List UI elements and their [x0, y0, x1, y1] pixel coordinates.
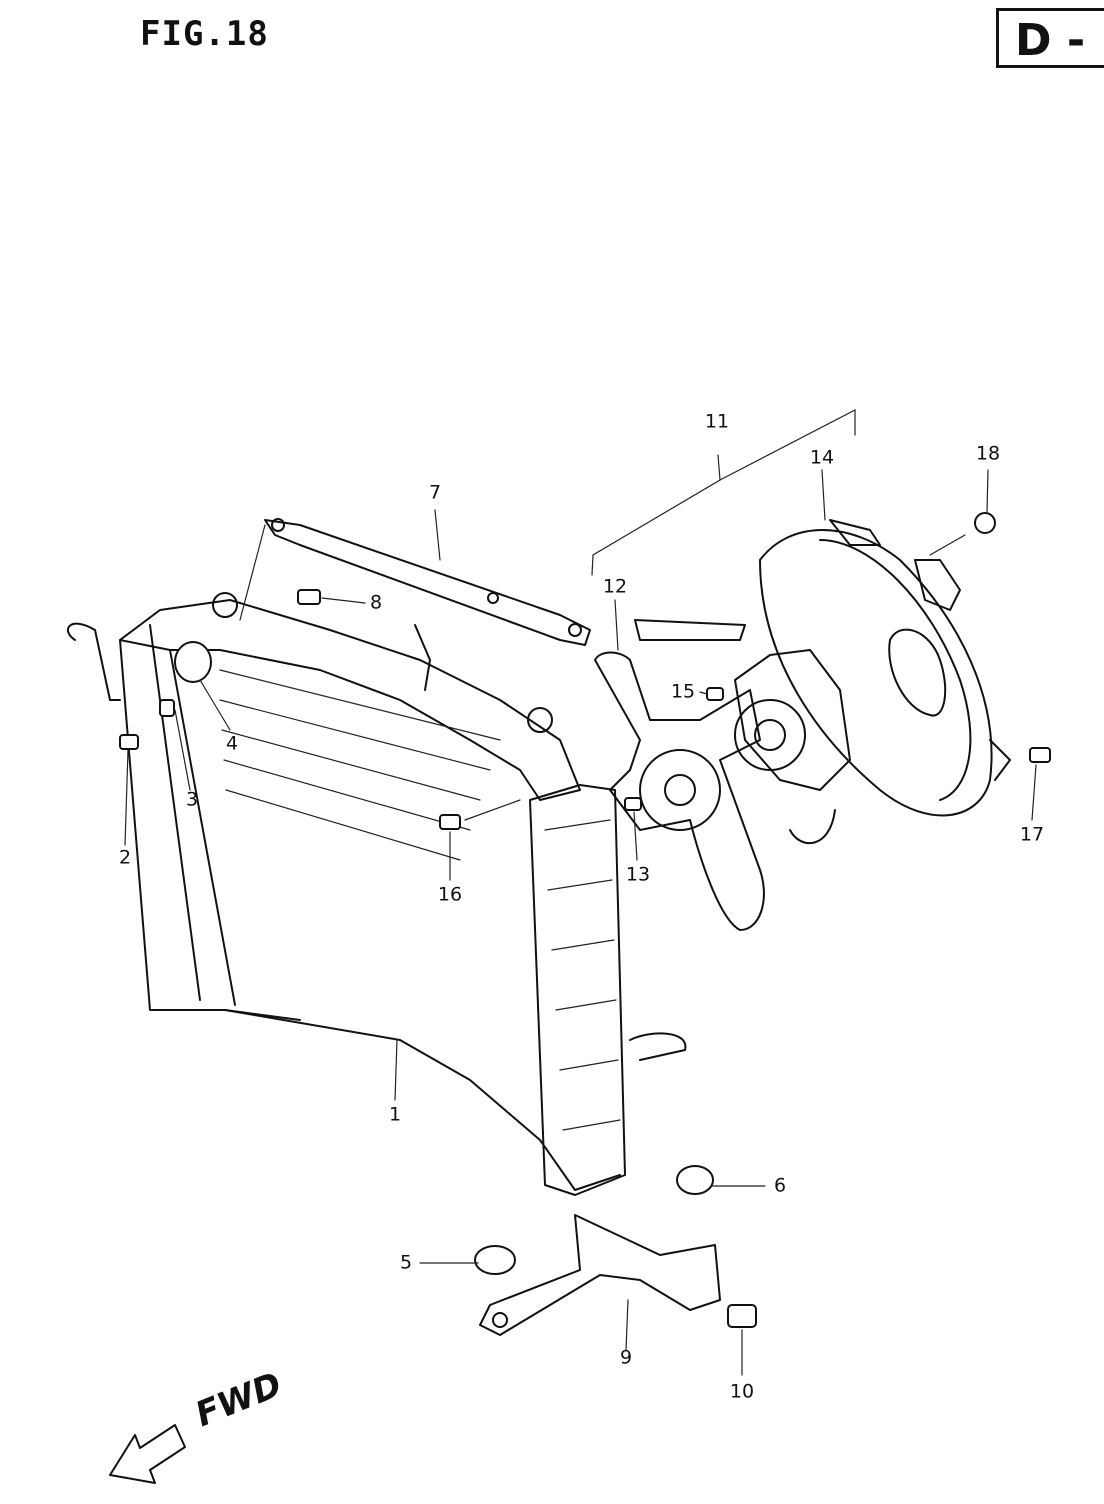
bolt-8 [297, 589, 321, 605]
callout-label: 1 [388, 1103, 402, 1126]
upper-bracket-part [264, 518, 591, 646]
callout-label: 11 [704, 410, 730, 433]
callout-label: 18 [975, 442, 1001, 465]
plug-3 [159, 699, 175, 717]
lower-bracket-part [479, 1214, 721, 1336]
callout-label: 2 [118, 846, 132, 869]
callout-label: 15 [670, 680, 696, 703]
callout-label: 3 [185, 788, 199, 811]
bolt-10 [727, 1304, 757, 1328]
callout-label: 5 [399, 1251, 413, 1274]
radiator-part [66, 592, 687, 1196]
nut-18 [974, 512, 996, 534]
fan-motor-part [734, 649, 851, 845]
fan-shroud-part [634, 519, 1011, 817]
section-label-box: D - [996, 8, 1104, 68]
callout-label: 4 [225, 732, 239, 755]
callout-label: 17 [1019, 823, 1045, 846]
forward-arrow-icon [109, 1424, 186, 1484]
leader-lines [124, 409, 1037, 1376]
callout-label: 12 [602, 575, 628, 598]
callout-label: 8 [369, 591, 383, 614]
section-label: D - [1015, 15, 1086, 66]
callout-label: 10 [729, 1380, 755, 1403]
bolt-17 [1029, 747, 1051, 763]
callout-label: 14 [809, 446, 835, 469]
small-hardware [119, 512, 1051, 1328]
callout-label: 13 [625, 863, 651, 886]
grommet-5 [474, 1245, 516, 1275]
callout-label: 9 [619, 1346, 633, 1369]
grommet-6 [676, 1165, 714, 1195]
fan-blade-part [594, 651, 765, 931]
bolt-15 [706, 687, 724, 701]
bolt-2 [119, 734, 139, 750]
callout-label: 6 [773, 1174, 787, 1197]
bolt-16 [439, 814, 461, 830]
cap-4 [174, 641, 212, 683]
bolt-13 [624, 797, 642, 811]
figure-label: FIG.18 [140, 14, 269, 54]
callout-label: 16 [437, 883, 463, 906]
callout-label: 7 [428, 481, 442, 504]
